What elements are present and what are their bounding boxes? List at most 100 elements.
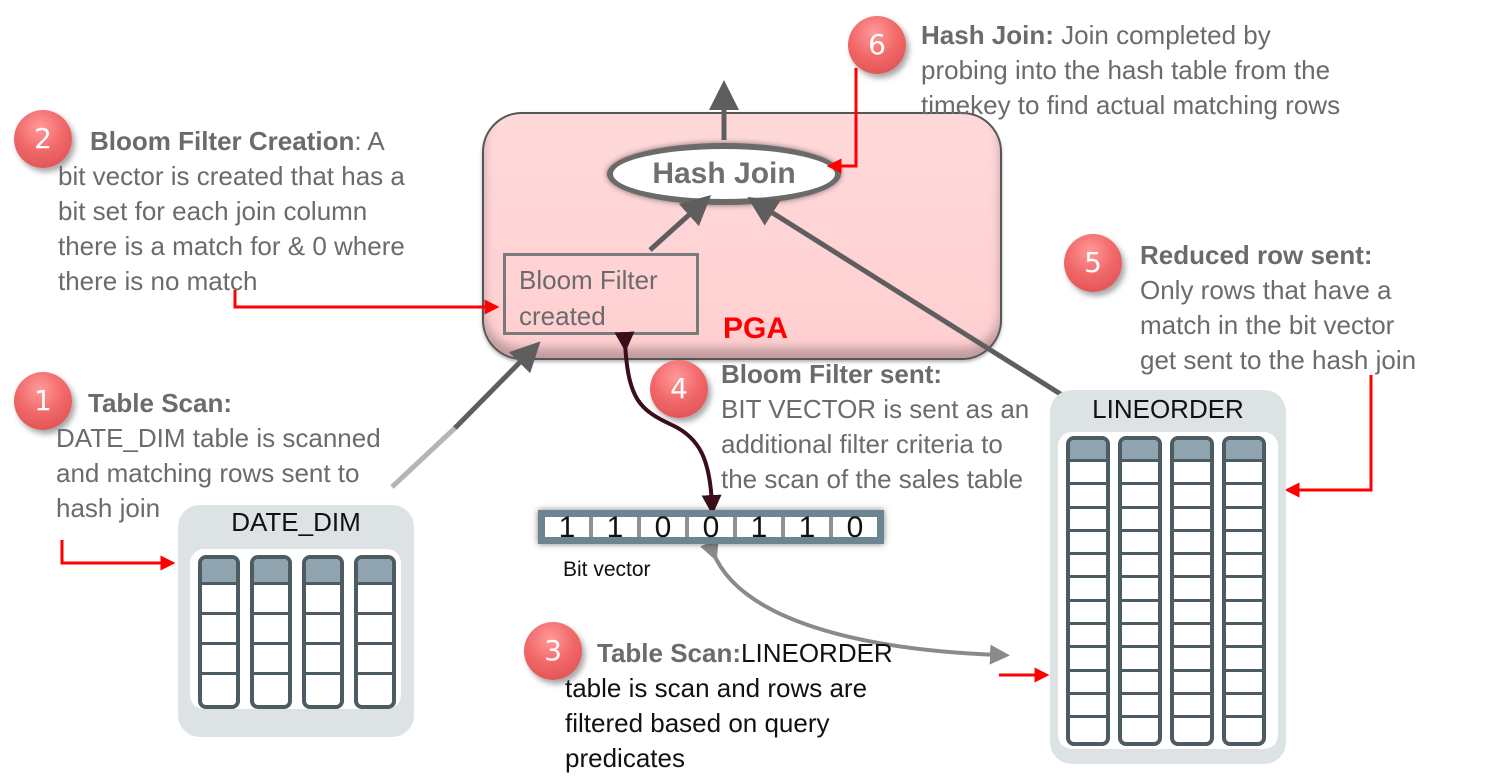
table-cell [1226,672,1262,695]
step-4-line: the scan of the sales table [721,464,1024,494]
step-2-text: Bloom Filter Creation: A bit vector is c… [58,124,405,299]
table-header-cell [254,559,288,585]
table-column [1118,436,1162,746]
step-3-title-suffix: LINEORDER [741,638,893,668]
table-column [1170,436,1214,746]
table-cell [1122,555,1158,579]
bit: 1 [737,513,785,543]
step-1-line: hash join [56,493,161,523]
step-3-line: predicates [565,743,685,773]
table-column [302,555,344,709]
table-cell [1070,718,1106,741]
table-cell [254,645,288,675]
table-cell [358,675,392,705]
table-cell [1070,672,1106,695]
table-cell [358,585,392,615]
bloom-to-hashjoin-arrow [648,194,712,252]
table-cell [1070,555,1106,579]
table-cell [1174,718,1210,741]
step-4-line: BIT VECTOR is sent as an [721,394,1030,424]
table-cell [1122,532,1158,556]
table-cell [1174,462,1210,486]
step6-callout-arrow [826,68,858,174]
table-cell [1122,602,1158,626]
table-cell [1174,672,1210,695]
table-cell [1174,485,1210,509]
datedim-scan-line-light [390,426,457,489]
step-2-title-suffix: : A [354,126,385,156]
step-2-title: Bloom Filter Creation [90,126,355,156]
table-cell [1226,695,1262,719]
table-cell [1122,578,1158,602]
table-cell [1122,509,1158,532]
table-cell [1174,695,1210,719]
table-cell [306,645,340,675]
bloom-filter-box-line1: Bloom Filter [519,265,658,295]
date-dim-columns [190,549,401,709]
step-3-line: table is scan and rows are [565,673,868,703]
table-cell [1226,509,1262,532]
table-cell [1070,695,1106,719]
table-cell [1122,625,1158,649]
table-cell [1122,718,1158,741]
datedim-to-bloom-arrow [453,341,541,430]
step-6-badge: 6 [848,16,906,74]
table-cell [1070,509,1106,532]
table-cell [202,675,236,705]
table-cell [1070,625,1106,649]
step-2-line: there is a match for & 0 where [58,231,405,261]
table-column [198,555,240,709]
table-cell [1070,648,1106,672]
bit: 1 [785,513,833,543]
hash-join-node: Hash Join [607,143,841,205]
step-3-title: Table Scan: [597,638,742,668]
step-4-badge: 4 [650,360,708,418]
step-1-line: DATE_DIM table is scanned [56,423,381,453]
bit: 1 [593,513,641,543]
step-5-line: match in the bit vector [1140,310,1395,340]
bit-vector: 1 1 0 0 1 1 0 [538,510,884,544]
table-cell [1070,532,1106,556]
table-cell [358,645,392,675]
table-cell [1174,602,1210,626]
step-3-badge: 3 [524,622,582,680]
table-cell [254,585,288,615]
table-header-cell [1122,440,1158,462]
step-2-line: bit vector is created that has a [58,161,405,191]
date-dim-table: DATE_DIM [178,505,414,737]
bit: 0 [641,513,689,543]
table-header-cell [358,559,392,585]
table-cell [1070,602,1106,626]
lineorder-table-title: LINEORDER [1092,394,1244,424]
bloom-filter-sent-arrow [614,331,722,515]
step-6-title-suffix: Join completed by [1061,20,1271,50]
table-cell [1174,648,1210,672]
table-cell [1226,462,1262,486]
table-cell [306,585,340,615]
table-cell [1226,625,1262,649]
table-cell [1174,578,1210,602]
table-header-cell [1174,440,1210,462]
table-cell [358,615,392,645]
table-cell [1226,485,1262,509]
table-cell [1226,532,1262,556]
table-cell [1122,672,1158,695]
step-1-line: and matching rows sent to [56,458,360,488]
table-cell [1226,602,1262,626]
table-cell [1122,462,1158,486]
table-cell [254,675,288,705]
table-column [1066,436,1110,746]
step-4-line: additional filter criteria to [721,429,1003,459]
table-cell [1070,578,1106,602]
table-cell [1226,718,1262,741]
bloom-filter-created-box: Bloom Filter created [503,253,699,335]
table-cell [1226,578,1262,602]
table-header-cell [1226,440,1262,462]
step-1-badge: 1 [14,372,72,430]
table-header-cell [1070,440,1106,462]
step-6-title: Hash Join: [921,20,1054,50]
table-cell [1226,555,1262,579]
step-5-text: Reduced row sent: Only rows that have a … [1140,238,1416,378]
step5-callout-arrow [1284,375,1373,498]
